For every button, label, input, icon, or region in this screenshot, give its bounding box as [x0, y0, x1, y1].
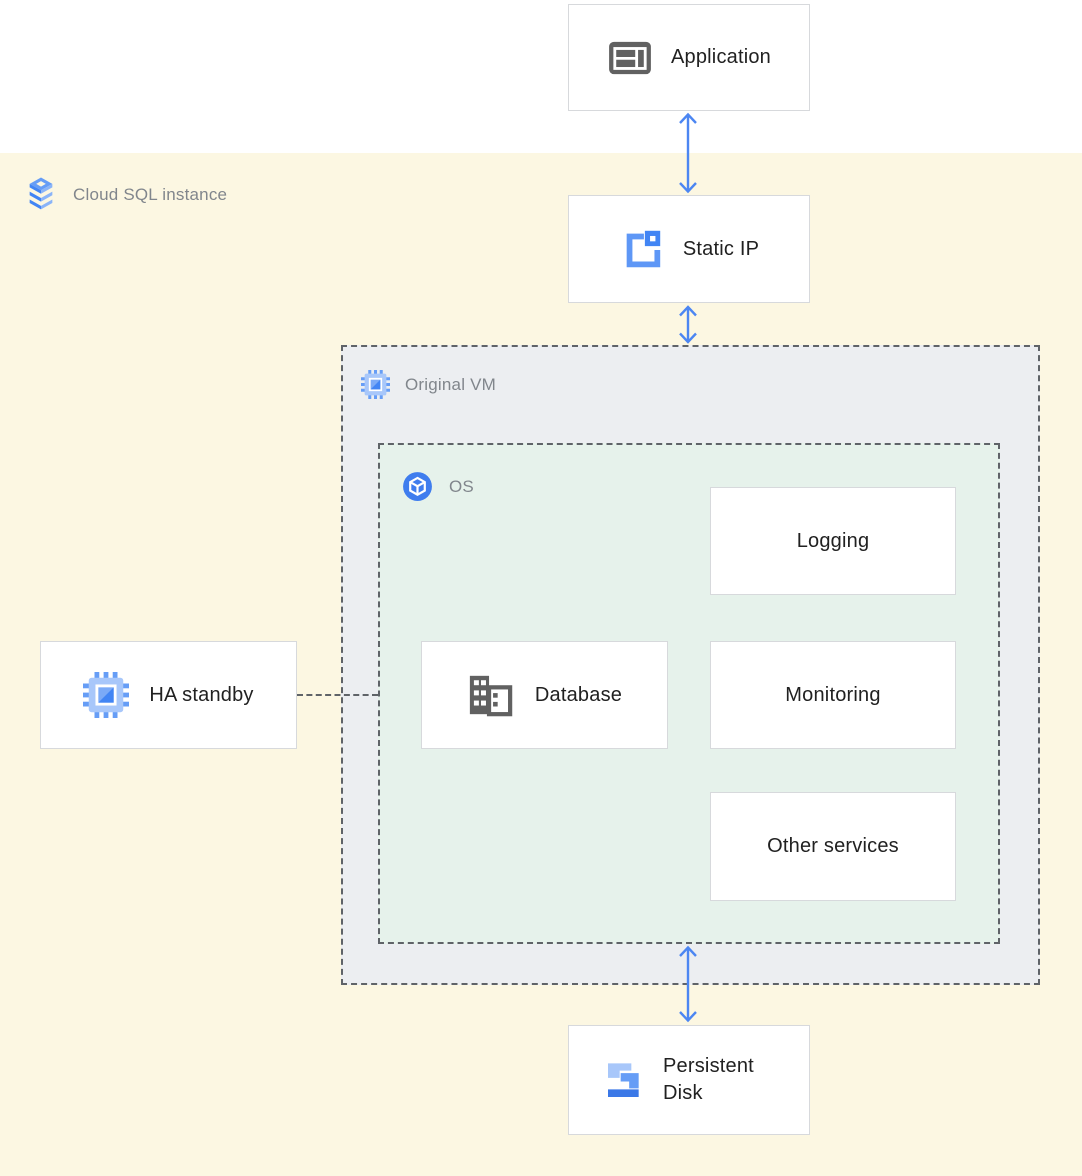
cloud-sql-zone-title: Cloud SQL instance [73, 184, 228, 204]
logging-label: Logging [796, 529, 870, 552]
arrow-staticip-vm [675, 305, 701, 344]
arrow-application-staticip [675, 112, 701, 194]
persistent-disk-label: Persistent Disk [663, 1055, 754, 1104]
monitoring-label: Monitoring [785, 683, 881, 706]
application-label: Application [670, 46, 772, 68]
application-window-icon [607, 39, 653, 77]
os-title: OS [449, 476, 474, 496]
other-services-label: Other services [767, 835, 899, 857]
compute-engine-icon [83, 672, 130, 718]
os-label: OS [401, 470, 474, 503]
database-node: Database [421, 641, 668, 749]
persistent-disk-icon [603, 1060, 643, 1100]
cloud-sql-icon [24, 176, 58, 213]
other-services-node: Other services [710, 792, 956, 901]
static-ip-node: Static IP [568, 195, 810, 303]
ha-standby-node: HA standby [40, 641, 297, 749]
original-vm-label: Original VM [361, 370, 496, 399]
persistent-disk-node: Persistent Disk [568, 1025, 810, 1135]
application-node: Application [568, 4, 810, 111]
database-label: Database [534, 683, 623, 706]
original-vm-title: Original VM [405, 374, 497, 394]
ha-standby-connector [297, 694, 378, 696]
os-cube-icon [401, 470, 434, 503]
compute-engine-icon [361, 370, 390, 399]
cloud-sql-zone-label: Cloud SQL instance [24, 176, 227, 213]
database-building-icon [467, 672, 513, 718]
arrow-vm-persistentdisk [675, 945, 701, 1023]
monitoring-node: Monitoring [710, 641, 956, 749]
static-ip-icon [619, 226, 665, 272]
static-ip-label: Static IP [682, 237, 760, 260]
ha-standby-label: HA standby [149, 683, 254, 706]
logging-node: Logging [710, 487, 956, 595]
